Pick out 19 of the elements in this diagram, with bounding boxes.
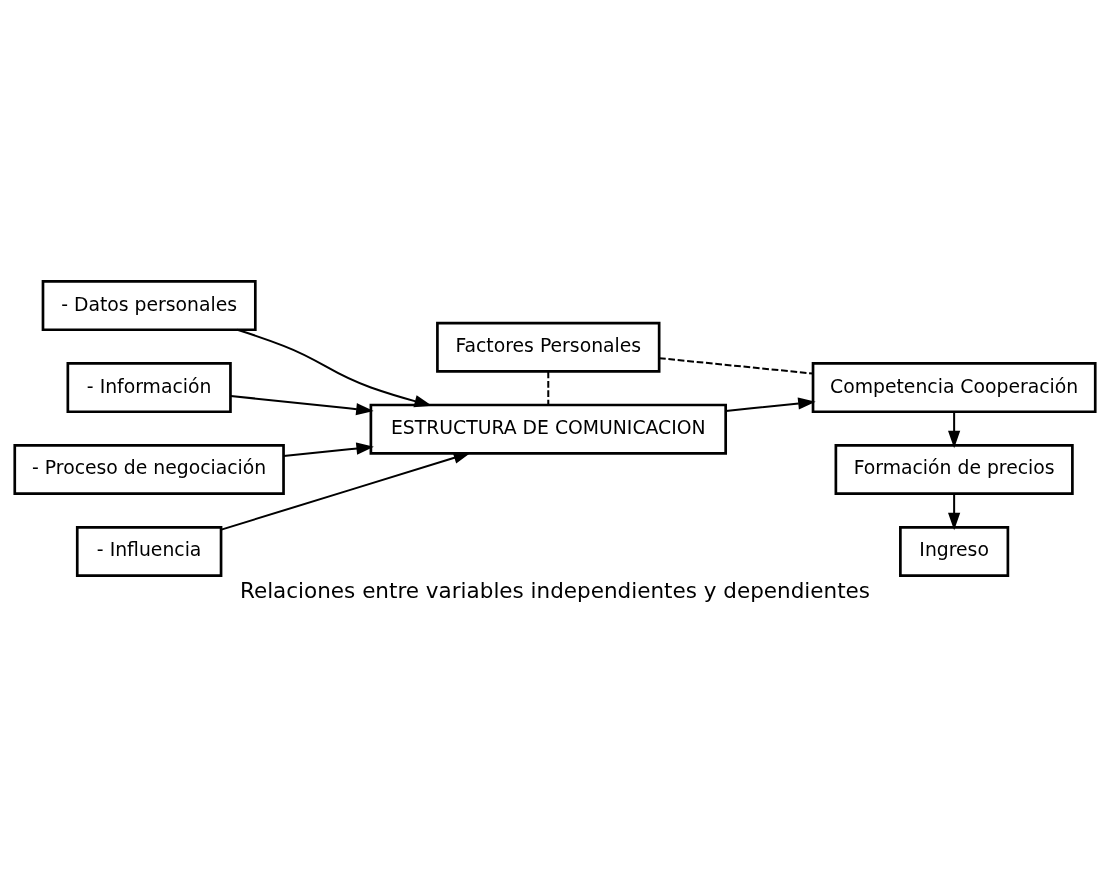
node-box: - Datos personales (41, 279, 257, 331)
node-box: ESTRUCTURA DE COMUNICACION (369, 403, 727, 455)
node-box: Formación de precios (834, 443, 1074, 495)
arrow (283, 441, 374, 457)
caption: Relaciones entre variables independientes y dependientes (239, 577, 871, 603)
node-box: Competencia Cooperación (811, 361, 1097, 413)
connector (659, 356, 813, 375)
arrow (221, 451, 472, 531)
node-box: Ingreso (899, 525, 1010, 577)
node-box: - Proceso de negociación (13, 443, 285, 495)
arrow (948, 411, 961, 448)
node-box: - Influencia (75, 525, 223, 577)
arrow (948, 493, 961, 530)
node-box: Factores Personales (436, 321, 661, 373)
connector (547, 371, 550, 405)
arrow (230, 394, 374, 415)
node-box: - Información (66, 361, 232, 413)
arrow (725, 396, 816, 412)
arrow (237, 328, 432, 407)
